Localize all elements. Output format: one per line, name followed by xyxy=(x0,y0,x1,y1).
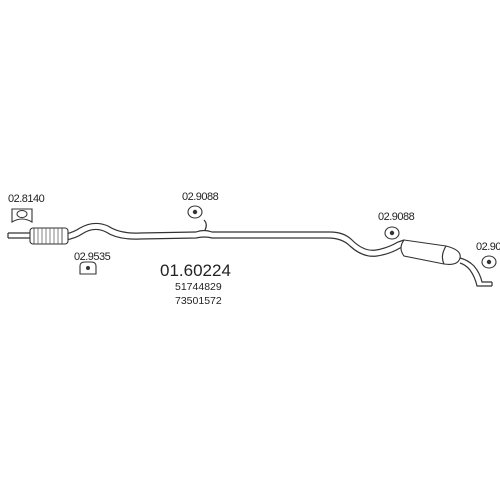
part-label-hanger-right: 02.9088 xyxy=(378,211,415,223)
pipe-hook-mid xyxy=(203,219,207,231)
part-label-bracket: 02.9535 xyxy=(74,251,111,263)
part-label-hanger-mid: 02.9088 xyxy=(182,191,219,203)
assembly-code: 01.60224 xyxy=(160,261,231,280)
rubber-hanger-mid-icon xyxy=(187,205,203,219)
oem-number-1: 51744829 xyxy=(175,281,222,293)
rear-silencer xyxy=(400,239,461,265)
rubber-hanger-end-icon xyxy=(481,255,497,269)
exhaust-pipe xyxy=(7,222,493,287)
oem-number-2: 73501572 xyxy=(175,295,222,307)
clamp-part-icon xyxy=(11,208,33,223)
rubber-hanger-right-icon xyxy=(384,226,400,240)
flex-pipe-section xyxy=(29,227,69,245)
bracket-part-icon xyxy=(79,261,97,275)
part-label-clamp: 02.8140 xyxy=(8,193,45,205)
part-label-hanger-end: 02.9086 xyxy=(476,241,500,253)
